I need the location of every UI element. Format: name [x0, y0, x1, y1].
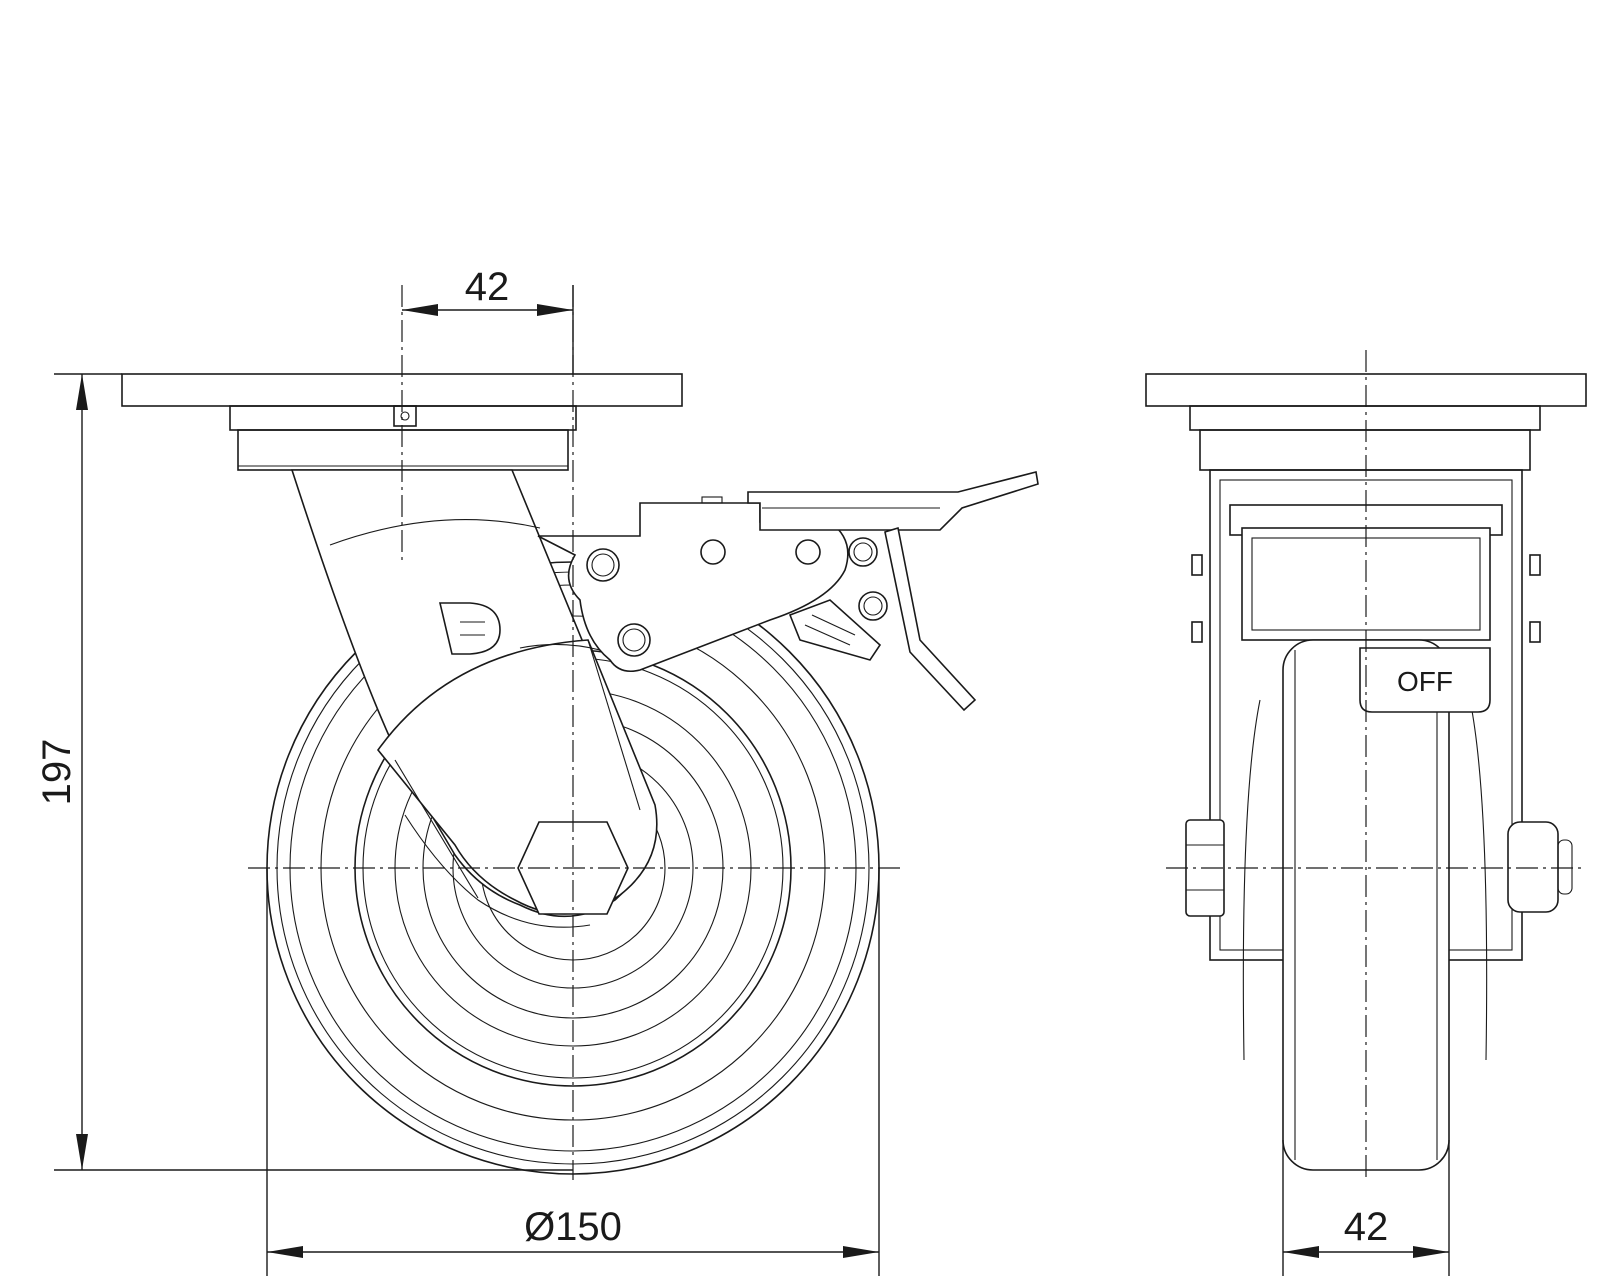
dim-offset-top: 42	[402, 265, 574, 374]
brake-shoe	[788, 599, 882, 661]
logo-icon	[438, 602, 501, 655]
side-view	[121, 373, 1039, 1175]
dim-wheel-diameter: Ø150	[266, 868, 880, 1276]
front-swivel-ring	[1189, 405, 1541, 431]
side-swivel-housing	[237, 429, 569, 471]
dim-offset-top-label: 42	[465, 265, 510, 309]
release-lever	[884, 526, 977, 712]
brake-pedal	[747, 471, 1039, 531]
dim-height: 197	[35, 373, 573, 1171]
front-swivel-housing	[1199, 429, 1531, 471]
dim-height-label: 197	[35, 739, 79, 806]
front-axle-cap-right	[1507, 821, 1559, 913]
brake-bracket	[537, 502, 849, 673]
dim-wheel-width: 42	[1282, 1140, 1450, 1276]
brake-off-tab	[1359, 647, 1491, 713]
dim-wheel-diameter-label: Ø150	[524, 1205, 622, 1249]
dim-wheel-width-label: 42	[1344, 1205, 1389, 1249]
brake-off-label: OFF	[1397, 666, 1453, 697]
grease-nipple	[393, 405, 417, 427]
